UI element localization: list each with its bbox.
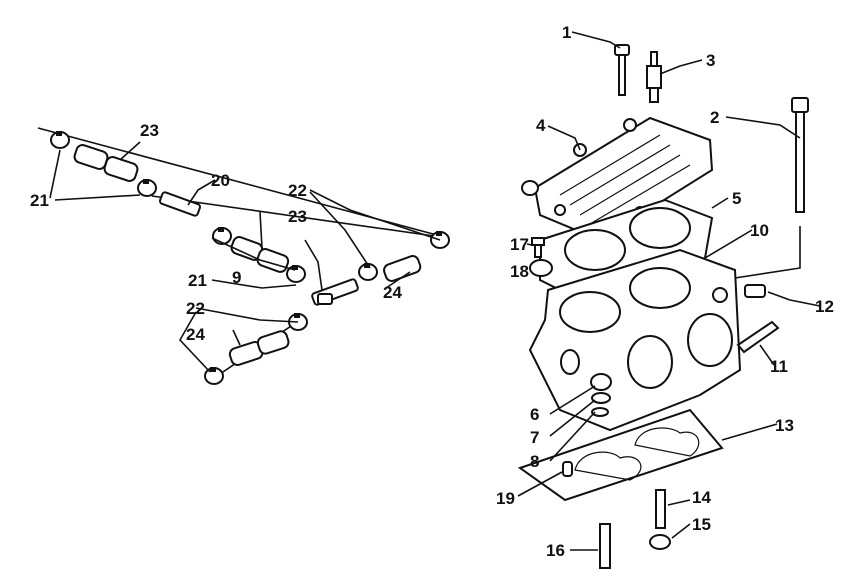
callout-2: 2 <box>710 108 719 127</box>
head-gasket <box>539 198 714 302</box>
screw <box>531 237 545 258</box>
hose <box>383 255 422 282</box>
callout-23b: 23 <box>288 207 307 226</box>
callout-4: 4 <box>536 116 546 135</box>
hose <box>256 330 290 355</box>
callout-6: 6 <box>530 405 539 424</box>
callout-labels: 1 3 2 4 5 10 17 18 12 11 6 7 8 13 19 14 … <box>30 23 834 560</box>
callout-5: 5 <box>732 189 741 208</box>
hose-clamp <box>137 179 157 197</box>
callout-21a: 21 <box>30 191 49 210</box>
washer <box>591 392 611 404</box>
callout-18: 18 <box>510 262 529 281</box>
flange-nut <box>649 534 671 550</box>
callout-23a: 23 <box>140 121 159 140</box>
callout-7: 7 <box>530 428 539 447</box>
cylinder-block <box>528 248 742 432</box>
hose-clamp <box>286 265 306 283</box>
tee-fitting <box>311 278 359 306</box>
callout-1: 1 <box>562 23 571 42</box>
callout-22b: 22 <box>186 299 205 318</box>
callout-17: 17 <box>510 235 529 254</box>
callout-9: 9 <box>232 268 241 287</box>
hose-clamp <box>50 131 70 149</box>
head-bolt-short <box>614 44 630 96</box>
dowel-pin <box>562 461 573 477</box>
callout-24a: 24 <box>383 283 402 302</box>
callout-16: 16 <box>546 541 565 560</box>
callout-21b: 21 <box>188 271 207 290</box>
callout-19: 19 <box>496 489 515 508</box>
head-bolt-long <box>791 97 809 213</box>
callout-13: 13 <box>775 416 794 435</box>
spark-plug <box>646 51 662 103</box>
temp-sensor <box>744 284 766 298</box>
o-ring <box>591 407 609 417</box>
hose <box>73 144 109 170</box>
callout-24b: 24 <box>186 325 205 344</box>
nut <box>590 373 612 391</box>
leader-lines <box>49 31 821 551</box>
stud-short <box>655 489 666 529</box>
callout-10: 10 <box>750 221 769 240</box>
hose-clamp <box>212 227 232 245</box>
bracket <box>736 320 780 354</box>
cap <box>529 259 553 277</box>
callout-20: 20 <box>211 171 230 190</box>
stud-long <box>599 523 611 569</box>
callout-3: 3 <box>706 51 715 70</box>
hose <box>103 156 139 182</box>
base-gasket <box>517 408 724 502</box>
fitting <box>158 191 202 217</box>
callout-8: 8 <box>530 452 539 471</box>
coolant-hose-assembly <box>37 127 450 385</box>
callout-11: 11 <box>770 357 788 376</box>
callout-12: 12 <box>815 297 834 316</box>
callout-15: 15 <box>692 515 711 534</box>
callout-14: 14 <box>692 488 711 507</box>
callout-22a: 22 <box>288 181 307 200</box>
